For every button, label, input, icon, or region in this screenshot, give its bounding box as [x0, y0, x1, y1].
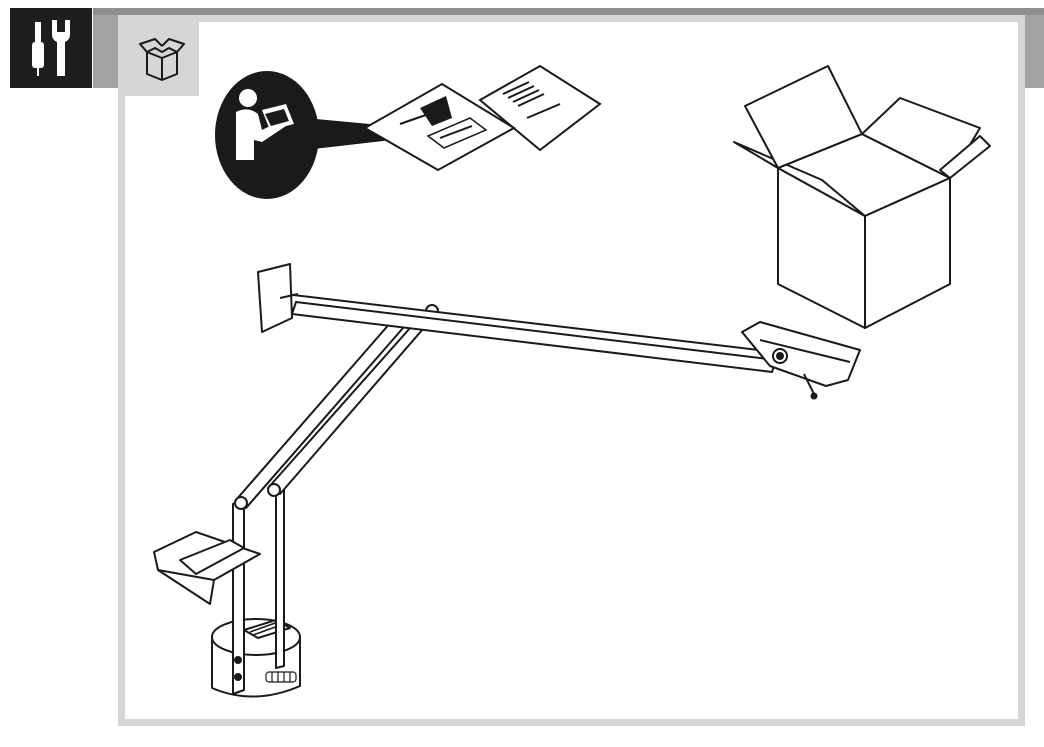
read-manual-icon — [215, 71, 392, 199]
unbox-tile — [125, 22, 199, 96]
open-box-icon — [139, 38, 185, 81]
tools-tile — [10, 8, 92, 88]
desk-lamp-with-counterbalanced-arms — [153, 263, 861, 698]
tools-icon — [32, 20, 70, 76]
header-band-edge — [93, 8, 1044, 15]
instruction-sheet-icon — [478, 64, 602, 152]
open-shipping-box — [733, 65, 991, 329]
instruction-sheet-icon — [362, 82, 516, 172]
